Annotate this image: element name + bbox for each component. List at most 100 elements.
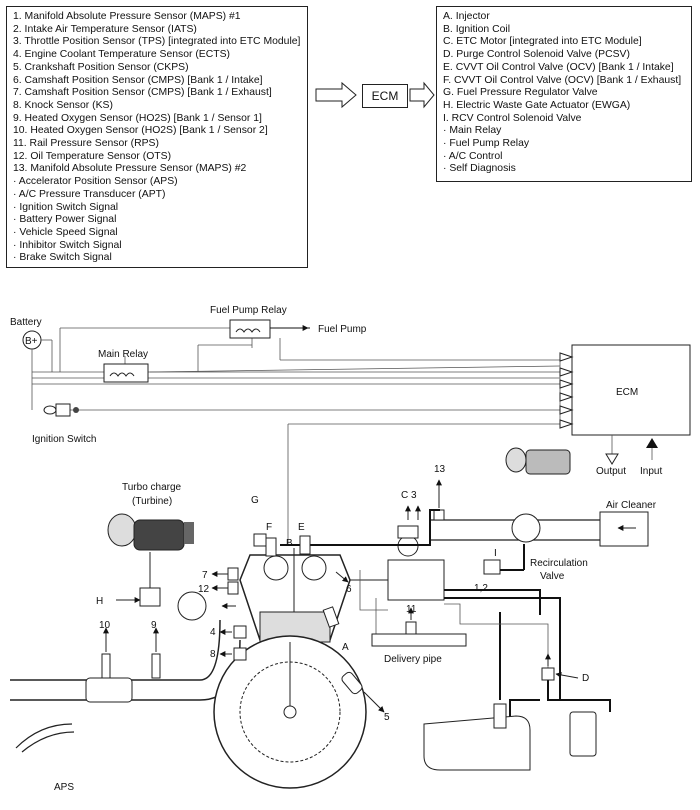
outputs-item: D. Purge Control Solenoid Valve (PCSV) xyxy=(443,49,630,61)
label-8: 8 xyxy=(210,649,216,660)
ecm-input-arrows xyxy=(559,352,574,429)
inputs-item: 11. Rail Pressure Sensor (RPS) xyxy=(13,138,159,150)
main-relay-label: Main Relay xyxy=(98,349,148,360)
outputs-item: I. RCV Control Solenoid Valve xyxy=(443,112,582,124)
recirc-label-2: Valve xyxy=(540,571,565,582)
ocv-intake xyxy=(299,535,311,555)
label-c3: C 3 xyxy=(401,490,417,501)
wastegate-actuator xyxy=(139,587,161,607)
turbocharger xyxy=(107,513,194,551)
outputs-item: · Fuel Pump Relay xyxy=(443,138,530,150)
outputs-item: · A/C Control xyxy=(443,150,503,162)
fuel-pump-relay xyxy=(229,319,271,339)
ignition-switch xyxy=(43,403,79,417)
inputs-item: · Accelerator Position Sensor (APS) xyxy=(13,176,178,188)
air-cleaner xyxy=(599,511,649,547)
ecm-output-arrow xyxy=(605,453,619,465)
outputs-item: A. Injector xyxy=(443,11,490,22)
battery-terminal-label: B+ xyxy=(25,336,38,347)
label-d: D xyxy=(582,673,589,684)
wiring-harness xyxy=(31,327,561,546)
label-6: 6 xyxy=(346,584,352,595)
inputs-item: 9. Heated Oxygen Sensor (HO2S) [Bank 1 /… xyxy=(13,112,262,124)
inputs-item: 6. Camshaft Position Sensor (CMPS) [Bank… xyxy=(13,74,263,86)
label-9: 9 xyxy=(151,620,157,631)
knock-sensor xyxy=(233,647,247,661)
outputs-item: B. Ignition Coil xyxy=(443,23,510,35)
rcv-valve xyxy=(483,559,501,575)
outputs-item: H. Electric Waste Gate Actuator (EWGA) xyxy=(443,99,631,111)
inputs-item: · Battery Power Signal xyxy=(13,214,117,226)
inputs-item: 2. Intake Air Temperature Sensor (IATS) xyxy=(13,23,197,35)
inputs-item: 3. Throttle Position Sensor (TPS) [integ… xyxy=(13,36,301,48)
aps-label: APS xyxy=(54,782,74,793)
cmps-exhaust xyxy=(227,567,239,581)
inputs-item: 13. Manifold Absolute Pressure Sensor (M… xyxy=(13,163,247,175)
label-4: 4 xyxy=(210,627,216,638)
battery-label: Battery xyxy=(10,317,42,328)
turbo-label-2: (Turbine) xyxy=(132,496,172,507)
inputs-item: 10. Heated Oxygen Sensor (HO2S) [Bank 1 … xyxy=(13,125,268,137)
turbo-compressor-unit xyxy=(505,447,571,475)
input-label: Input xyxy=(640,466,662,477)
ots-sensor xyxy=(227,581,239,595)
label-a: A xyxy=(342,642,349,653)
intake-plenum xyxy=(387,559,445,601)
delivery-pipe-label: Delivery pipe xyxy=(384,654,442,665)
air-cleaner-label: Air Cleaner xyxy=(606,500,657,511)
compressor xyxy=(511,513,541,543)
main-relay xyxy=(103,363,149,383)
fuel-pump-relay-label: Fuel Pump Relay xyxy=(210,305,287,316)
ects-sensor xyxy=(233,625,247,639)
outputs-item: F. CVVT Oil Control Valve (OCV) [Bank 1 … xyxy=(443,74,682,86)
flow-arrow-out xyxy=(409,81,435,109)
inputs-item: 7. Camshaft Position Sensor (CMPS) [Bank… xyxy=(13,87,272,99)
ignition-switch-label: Ignition Switch xyxy=(32,434,96,445)
label-11: 11 xyxy=(406,604,417,615)
inputs-item: 4. Engine Coolant Temperature Sensor (EC… xyxy=(13,49,230,61)
inputs-item: · Vehicle Speed Signal xyxy=(13,226,118,238)
recirc-label-1: Recirculation xyxy=(530,558,588,569)
flow-arrow-in xyxy=(315,81,357,109)
pcsv xyxy=(541,667,555,681)
inputs-item: · Inhibitor Switch Signal xyxy=(13,239,122,251)
charcoal-canister xyxy=(569,711,597,757)
inputs-item: · A/C Pressure Transducer (APT) xyxy=(13,188,166,200)
maps2-sensor xyxy=(433,509,445,521)
ckps-sensor xyxy=(341,671,363,695)
signal-lines xyxy=(280,509,611,720)
outputs-item: C. ETC Motor [integrated into ETC Module… xyxy=(443,36,642,48)
o2-sensor-2 xyxy=(101,653,111,679)
fuel-pump-label: Fuel Pump xyxy=(318,324,367,335)
ocv-exhaust xyxy=(265,537,277,557)
outputs-item: · Main Relay xyxy=(443,125,502,137)
turbo-label-1: Turbo charge xyxy=(122,482,182,493)
catalytic-converter xyxy=(85,677,133,703)
label-12: 12 xyxy=(198,584,210,595)
inputs-item: 8. Knock Sensor (KS) xyxy=(13,99,113,111)
label-1-2: 1,2 xyxy=(474,583,488,594)
label-f: F xyxy=(266,522,272,533)
engine-block xyxy=(213,548,367,789)
fuel-tank xyxy=(423,715,531,771)
label-i: I xyxy=(494,548,497,559)
o2-sensor-1 xyxy=(151,653,161,679)
outputs-item: E. CVVT Oil Control Valve (OCV) [Bank 1 … xyxy=(443,61,674,73)
outputs-item: · Self Diagnosis xyxy=(443,163,516,175)
fuel-pump xyxy=(493,703,507,729)
rail-pressure-sensor xyxy=(405,621,417,635)
inputs-item: · Ignition Switch Signal xyxy=(13,201,119,213)
ecm-block: ECM xyxy=(362,84,408,108)
output-label: Output xyxy=(596,466,626,477)
aps-pedal xyxy=(15,723,75,753)
label-13: 13 xyxy=(434,464,446,475)
outputs-item: G. Fuel Pressure Regulator Valve xyxy=(443,87,598,99)
input-signals-list: 1. Manifold Absolute Pressure Sensor (MA… xyxy=(13,11,307,265)
label-5: 5 xyxy=(384,712,390,723)
label-7: 7 xyxy=(202,570,208,581)
label-e: E xyxy=(298,522,305,533)
label-10: 10 xyxy=(99,620,111,631)
